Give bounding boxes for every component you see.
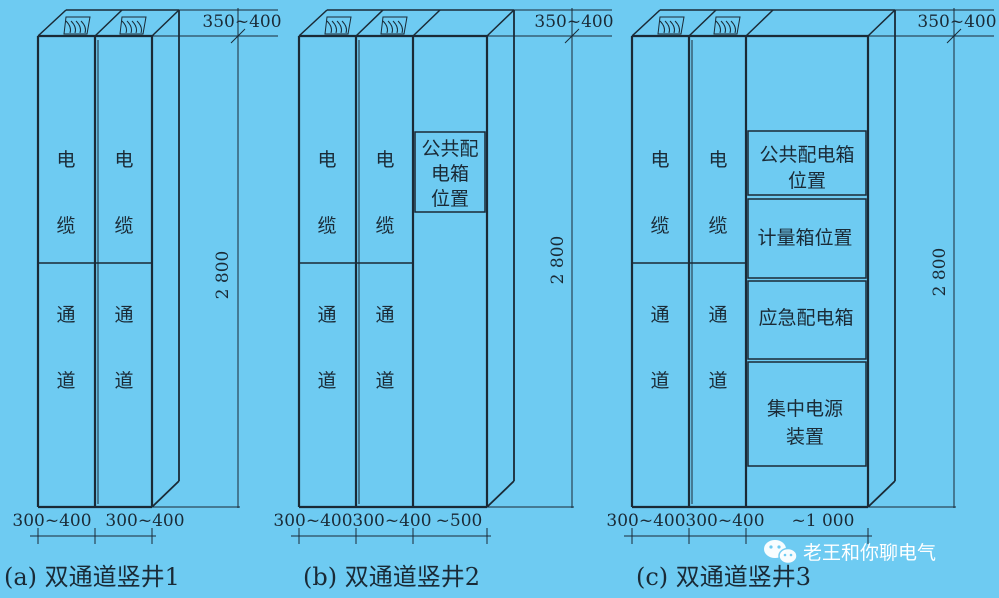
cable-bundle-top <box>324 16 408 35</box>
width-label: 300~400 <box>12 511 91 531</box>
cabinet-outline <box>36 9 180 509</box>
channel-label: 通 <box>650 304 669 326</box>
width-label: 300~400 <box>685 511 764 531</box>
channel-label: 电 <box>375 149 394 171</box>
box-label: 位置 <box>788 170 826 192</box>
width-label: 300~400 <box>273 511 352 531</box>
channel-label: 电 <box>317 149 336 171</box>
cabinet-outline <box>297 9 515 509</box>
cable-bundle-top <box>657 16 741 35</box>
wechat-icon <box>764 540 798 565</box>
diagram-b <box>291 8 612 544</box>
channel-label: 电 <box>650 149 669 171</box>
diagram-a <box>30 8 278 544</box>
channel-label: 通 <box>708 304 727 326</box>
box-label: 公共配电箱 <box>759 144 854 166</box>
box-label: 集中电源 <box>767 398 843 420</box>
caption: (c) 双通道竖井3 <box>636 563 811 591</box>
channel-label: 道 <box>56 370 75 392</box>
width-label: ~1 000 <box>792 511 855 531</box>
dimension-lines <box>30 8 278 544</box>
distribution-box <box>414 131 486 213</box>
caption: (b) 双通道竖井2 <box>303 563 480 591</box>
channel-label: 缆 <box>708 215 727 237</box>
labels-c: 350~400 2 800 电 缆 通 道 电 缆 通 道 公共配电箱 位置 计… <box>606 12 996 591</box>
dimension-lines <box>291 8 612 544</box>
channel-label: 道 <box>708 370 727 392</box>
watermark: 老王和你聊电气 <box>764 540 936 565</box>
height-label: 2 800 <box>930 248 950 297</box>
depth-label: 350~400 <box>202 12 281 32</box>
cable-bundle-top <box>63 16 147 35</box>
channel-label: 通 <box>56 304 75 326</box>
diagram-c <box>624 8 994 544</box>
channel-label: 缆 <box>650 215 669 237</box>
channel-label: 道 <box>650 370 669 392</box>
channel-label: 道 <box>375 370 394 392</box>
watermark-text: 老王和你聊电气 <box>803 542 936 564</box>
width-label: 300~400 <box>105 511 184 531</box>
depth-label: 350~400 <box>917 12 996 32</box>
channel-label: 缆 <box>375 215 394 237</box>
width-label: 300~400 <box>352 511 431 531</box>
cabinet-outline <box>630 9 896 509</box>
channel-label: 电 <box>708 149 727 171</box>
height-label: 2 800 <box>548 236 568 285</box>
channel-label: 通 <box>375 304 394 326</box>
channel-label: 缆 <box>56 215 75 237</box>
channel-label: 道 <box>114 370 133 392</box>
dimension-lines <box>624 8 994 544</box>
emergency-box <box>747 280 867 360</box>
box-label: 位置 <box>431 188 469 210</box>
channel-label: 缆 <box>317 215 336 237</box>
width-label: ~500 <box>436 511 483 531</box>
channel-label: 电 <box>56 149 75 171</box>
width-label: 300~400 <box>606 511 685 531</box>
channel-label: 通 <box>317 304 336 326</box>
depth-label: 350~400 <box>534 12 613 32</box>
channel-label: 缆 <box>114 215 133 237</box>
central-power-box <box>747 361 867 467</box>
meter-box <box>747 198 867 279</box>
box-label: 公共配 <box>421 138 478 160</box>
labels-a: 350~400 2 800 电 缆 通 道 电 缆 通 道 300~400 30… <box>4 12 282 591</box>
caption: (a) 双通道竖井1 <box>4 563 180 591</box>
box-label: 电箱 <box>431 163 469 185</box>
distribution-box <box>747 130 867 196</box>
box-label: 应急配电箱 <box>758 307 853 329</box>
channel-label: 电 <box>114 149 133 171</box>
channel-label: 通 <box>114 304 133 326</box>
box-label: 计量箱位置 <box>757 227 852 249</box>
channel-label: 道 <box>317 370 336 392</box>
height-label: 2 800 <box>213 251 233 300</box>
box-label: 装置 <box>786 426 824 448</box>
labels-b: 350~400 2 800 电 缆 通 道 电 缆 通 道 公共配 电箱 位置 … <box>273 12 613 591</box>
